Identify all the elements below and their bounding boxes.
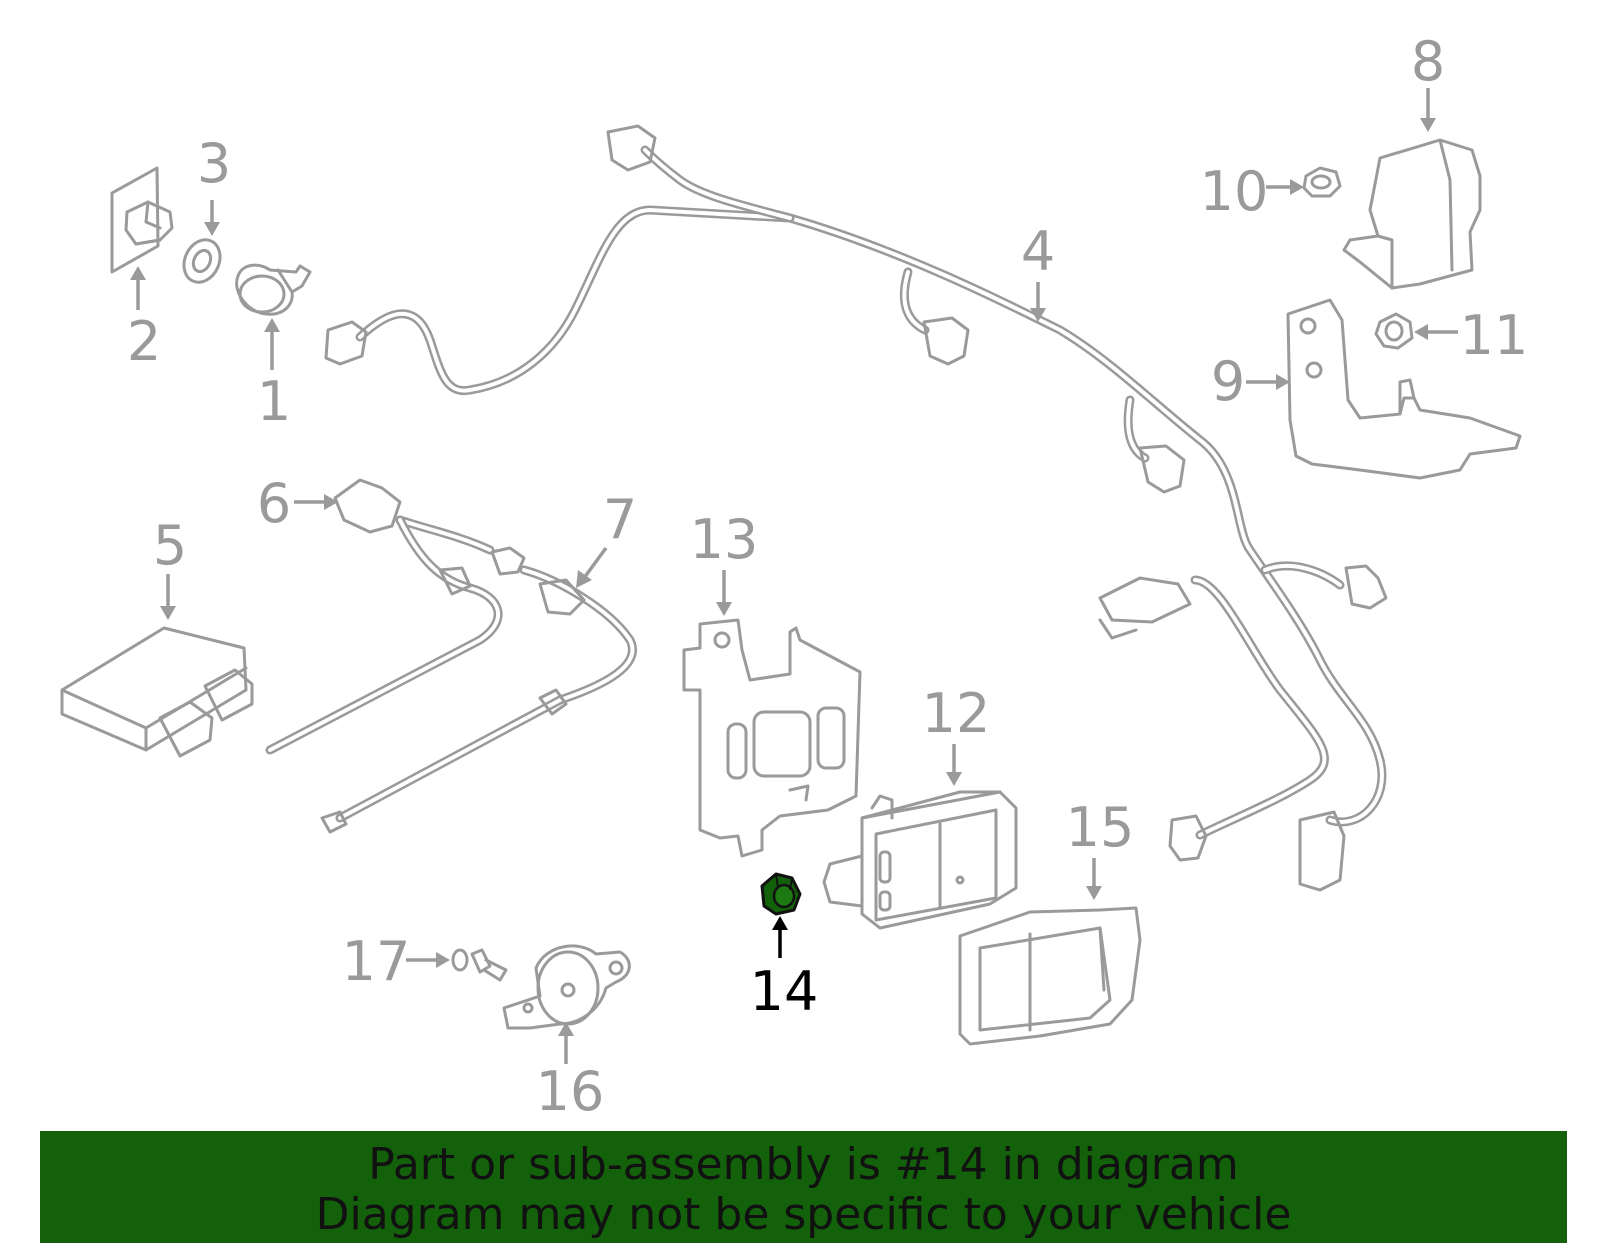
part-5-module (60, 626, 254, 758)
part-9-bracket (1286, 298, 1522, 480)
callout-12: 12 (922, 682, 991, 745)
part-14-nut-highlighted (760, 872, 802, 916)
part-3-ring (182, 238, 222, 284)
callout-9: 9 (1211, 350, 1245, 413)
part-12-control-unit (822, 790, 1018, 930)
callout-arrows (130, 88, 1458, 1064)
callout-16: 16 (536, 1060, 605, 1123)
part-17-screw (451, 948, 508, 982)
callout-5: 5 (153, 514, 187, 577)
part-11-nut (1374, 312, 1414, 350)
part-15-housing (958, 906, 1142, 1046)
callout-7: 7 (603, 488, 637, 551)
part-10-nut (1302, 166, 1342, 198)
part-4-harness (324, 124, 1388, 892)
banner-disclaimer: Diagram may not be specific to your vehi… (315, 1189, 1292, 1240)
callout-6: 6 (257, 472, 291, 535)
part-2-bracket (110, 166, 174, 274)
callout-3: 3 (197, 132, 231, 195)
callout-1: 1 (257, 370, 291, 433)
callout-4: 4 (1021, 220, 1055, 283)
part-13-plate (682, 618, 862, 858)
callout-2: 2 (127, 310, 161, 373)
part-8-bracket (1342, 138, 1482, 290)
callout-labels: 1 2 3 4 5 6 7 8 9 10 11 12 13 14 15 16 1… (127, 30, 1529, 1123)
callout-11: 11 (1460, 304, 1529, 367)
callout-17: 17 (342, 930, 411, 993)
callout-15: 15 (1066, 796, 1135, 859)
banner-part-reference: Part or sub-assembly is #14 in diagram (368, 1139, 1239, 1190)
callout-14: 14 (750, 960, 819, 1023)
callout-10: 10 (1200, 160, 1269, 223)
info-banner: Part or sub-assembly is #14 in diagram D… (40, 1131, 1567, 1243)
part-1-sensor (235, 263, 312, 316)
part-6-7-cables (265, 478, 637, 834)
part-16-buzzer (502, 944, 631, 1030)
callout-8: 8 (1411, 30, 1445, 93)
callout-13: 13 (690, 508, 759, 571)
